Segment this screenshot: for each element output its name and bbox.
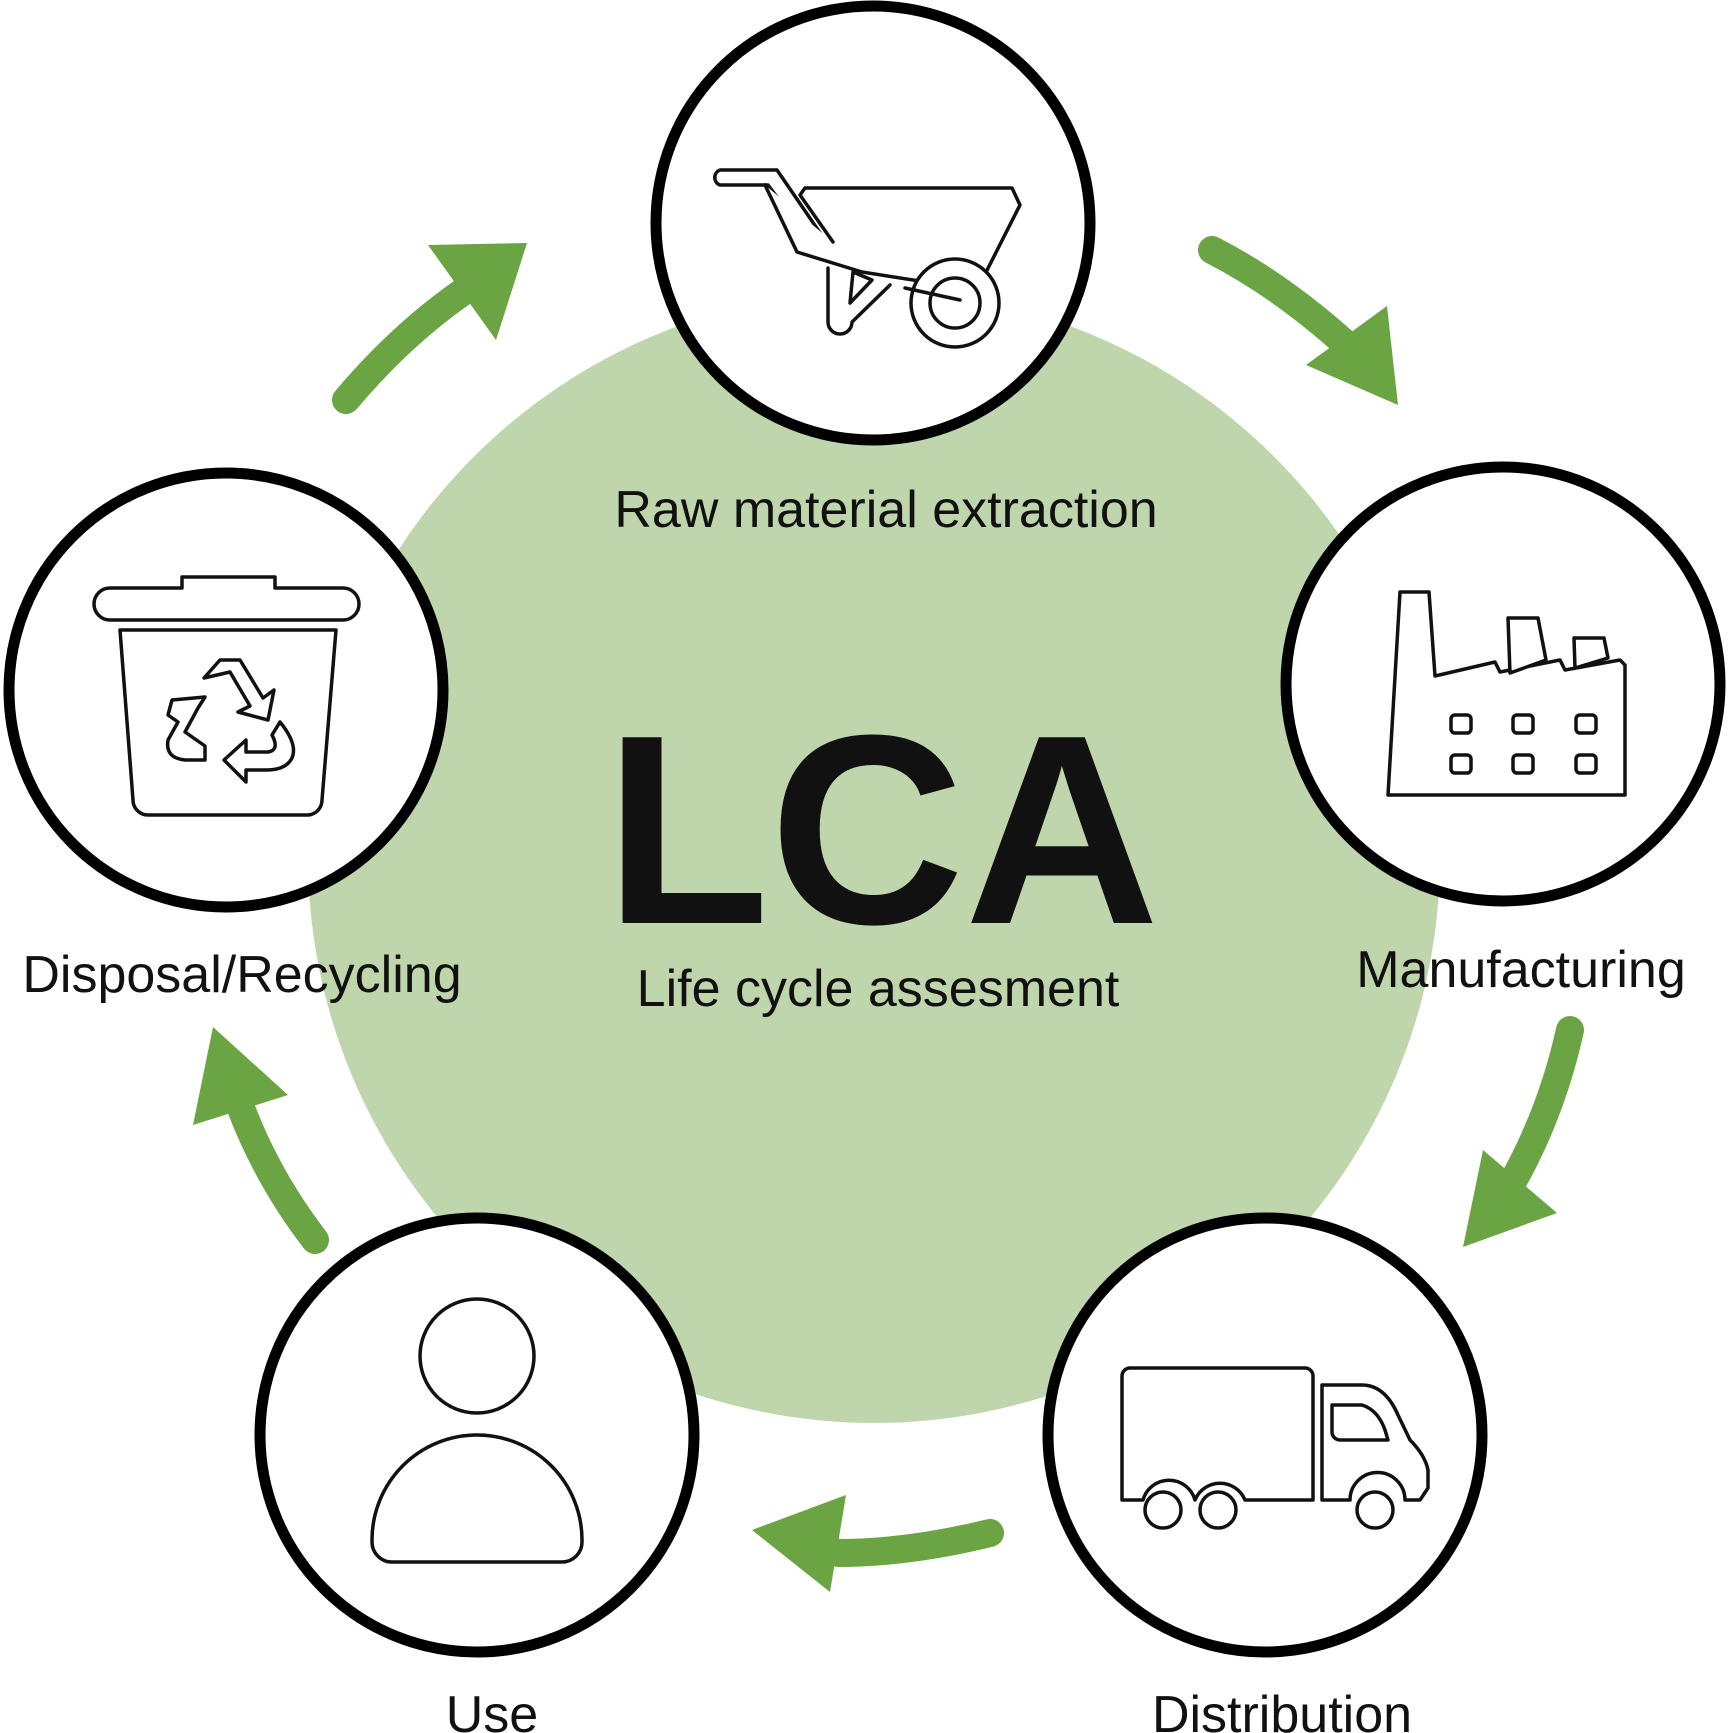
stage-raw-material xyxy=(650,0,1096,446)
cycle-arrows xyxy=(193,236,1584,1592)
stage-distribution xyxy=(1042,1212,1488,1658)
stage-label-manufacturing: Manufacturing xyxy=(1356,941,1686,999)
wheelbarrow-icon xyxy=(713,168,1022,349)
center-circle xyxy=(308,291,1440,1423)
stage-label-raw: Raw material extraction xyxy=(614,481,1157,539)
stage-use xyxy=(254,1212,700,1658)
arrow-disposal-to-raw xyxy=(332,243,527,414)
stage-manufacturing xyxy=(1280,461,1726,907)
arrow-distribution-to-use xyxy=(752,1495,1004,1592)
stage-label-distribution: Distribution xyxy=(1152,1686,1412,1733)
stage-label-disposal: Disposal/Recycling xyxy=(22,946,461,1004)
center-subtitle: Life cycle assesment xyxy=(637,960,1120,1018)
truck-icon xyxy=(1120,1366,1430,1530)
recycle-bin-icon xyxy=(92,575,361,817)
arrow-manufacturing-to-distribution xyxy=(1463,1016,1584,1247)
center-title: LCA xyxy=(605,680,1160,981)
arrow-use-to-disposal xyxy=(193,1027,329,1254)
person-icon xyxy=(370,1297,584,1564)
stage-disposal xyxy=(3,467,449,913)
arrow-raw-to-manufacturing xyxy=(1198,236,1398,405)
factory-icon xyxy=(1386,590,1627,797)
stage-label-use: Use xyxy=(446,1686,538,1733)
